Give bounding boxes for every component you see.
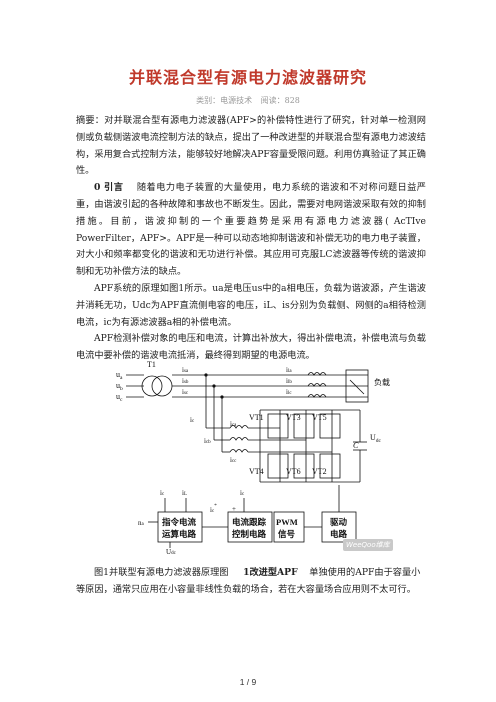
svg-text:ilc: ilc (286, 388, 292, 396)
read-count: 阅读：828 (260, 96, 300, 105)
article-meta: 类别：电源技术 阅读：828 (0, 95, 496, 106)
svg-text:控制电路: 控制电路 (232, 529, 267, 539)
capacitor-label: C (353, 441, 359, 450)
category-label: 类别：电源技术 (196, 96, 253, 105)
load-block (345, 369, 369, 403)
svg-text:−: − (232, 528, 236, 536)
load-inductors (307, 372, 327, 398)
page-title: 并联混合型有源电力滤波器研究 (128, 68, 367, 87)
section-text: 单独使用的APF由于容量小等原因，通常只应用在小容量非线性负载的场合，若在大容量… (76, 567, 421, 595)
filter-inductors (229, 425, 249, 453)
vt4-label: VT4 (249, 467, 264, 476)
svg-text:驱动: 驱动 (330, 517, 348, 527)
svg-text:na: na (138, 519, 145, 527)
vt2-label: VT2 (312, 467, 327, 476)
watermark: WeeQoo维库 (343, 539, 393, 551)
svg-text:icc: icc (230, 456, 237, 464)
uc-label: uc (116, 392, 123, 403)
figure-caption: 图1并联型有源电力滤波器原理图 (94, 567, 229, 578)
abstract: 摘要：对并联混合型有源电力滤波器(APF>的补偿特性进行了研究，针对单一检测网侧… (76, 115, 426, 177)
vt3-label: VT3 (286, 413, 301, 422)
load-label: 负载 (374, 377, 390, 387)
page-number: 1 / 9 (239, 677, 257, 687)
figure-caption-block: 图1并联型有源电力滤波器原理图 1改进型APF 单独使用的APF由于容量小等原因… (76, 565, 426, 599)
ua-label: ua (116, 370, 123, 381)
svg-text:ilb: ilb (286, 377, 292, 385)
ub-label: ub (116, 381, 123, 392)
svg-text:ic*: ic* (210, 504, 217, 514)
svg-text:isb: isb (182, 377, 189, 385)
svg-text:isc: isc (182, 388, 189, 396)
section-heading: 1改进型APF (243, 567, 298, 578)
svg-text:电路: 电路 (330, 529, 348, 539)
svg-text:isa: isa (182, 366, 189, 374)
principle-paragraph: APF系统的原理如图1所示。ua是电压us中的a相电压，负载为谐波源，产生谐波并… (76, 282, 426, 328)
svg-text:指令电流: 指令电流 (162, 517, 197, 527)
intro-paragraph: 0 引言 随着电力电子装置的大量使用，电力系统的谐波和不对称问题日益严重，由谐波… (76, 180, 426, 281)
vt1-label: VT1 (249, 413, 264, 422)
detection-paragraph: APF检测补偿对象的电压和电流，计算出补放大，得出补偿电流，补偿电流与负载电流中… (76, 333, 426, 362)
svg-text:ica: ica (230, 420, 237, 428)
vt5-label: VT5 (312, 413, 327, 422)
svg-text:ic: ic (190, 416, 195, 424)
udc-label: Udc (370, 433, 382, 444)
svg-text:PWM: PWM (276, 517, 298, 527)
svg-text:ic: ic (160, 489, 165, 497)
svg-text:icb: icb (204, 437, 211, 445)
intro-heading: 0 引言 (94, 182, 124, 194)
vt6-label: VT6 (286, 467, 301, 476)
svg-text:+: + (232, 505, 236, 513)
igbt-bridge (267, 410, 341, 482)
svg-text:Udc: Udc (166, 548, 177, 556)
circuit-diagram: ua ub uc T1 isa isb isc ila ilb ilc (116, 360, 390, 556)
t1-label: T1 (147, 360, 156, 369)
article-body: 摘要：对并联混合型有源电力滤波器(APF>的补偿特性进行了研究，针对单一检测网侧… (76, 113, 426, 365)
svg-text:电流跟踪: 电流跟踪 (232, 517, 267, 527)
intro-text: 随着电力电子装置的大量使用，电力系统的谐波和不对称问题日益严重，由谐波引起的各种… (76, 182, 426, 278)
transformer-primary (141, 375, 163, 397)
svg-text:iL: iL (182, 489, 187, 497)
svg-text:ila: ila (286, 366, 292, 374)
svg-text:ic: ic (240, 489, 245, 497)
svg-text:运算电路: 运算电路 (162, 529, 197, 539)
svg-text:信号: 信号 (278, 529, 296, 539)
